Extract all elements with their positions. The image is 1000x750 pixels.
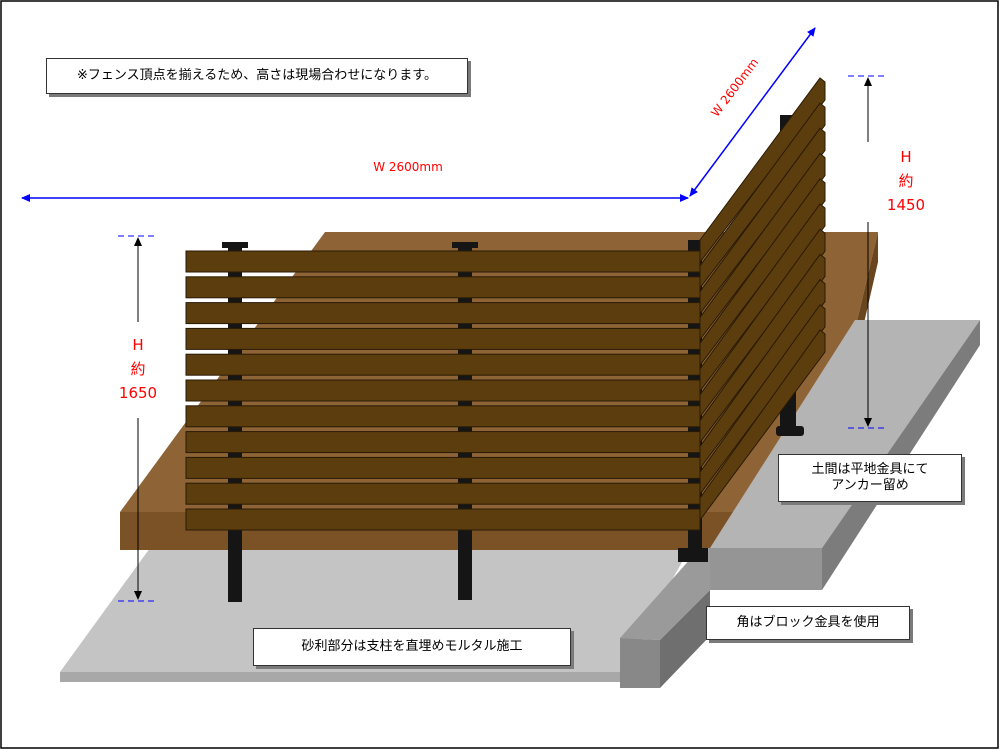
front-board: [185, 431, 701, 454]
front-board: [185, 456, 701, 479]
front-board: [185, 508, 701, 531]
width-front-label: W 2600mm: [373, 160, 443, 174]
front-board: [185, 276, 701, 299]
note-gravel: 砂利部分は支柱を直埋めモルタル施工: [253, 628, 571, 666]
front-board: [185, 353, 701, 376]
height-right-approx: 約: [898, 172, 913, 190]
note-top: ※フェンス頂点を揃えるため、高さは現場合わせになります。: [46, 58, 468, 94]
height-left-approx: 約: [130, 360, 145, 378]
height-right-value: 1450: [887, 196, 925, 214]
note-dirt-text: 土間は平地金具にて アンカー留め: [811, 462, 929, 493]
height-left-value: 1650: [119, 384, 157, 402]
front-board: [185, 327, 701, 350]
height-right-dimension: H 約 1450: [848, 75, 925, 429]
front-board: [185, 302, 701, 325]
front-board: [185, 379, 701, 402]
height-left-dimension: H 約 1650: [118, 235, 158, 602]
width-side-arrow: [689, 27, 816, 197]
front-board: [185, 482, 701, 505]
post-side-base: [776, 426, 804, 436]
concrete-block-corner: [620, 548, 710, 688]
height-right-h: H: [900, 148, 911, 166]
corner-bracket: [678, 548, 708, 562]
note-corner: 角はブロック金具を使用: [706, 606, 910, 640]
front-board: [185, 250, 701, 273]
height-left-h: H: [132, 336, 143, 354]
front-fence-boards: [185, 250, 701, 531]
note-dirt-floor: 土間は平地金具にて アンカー留め: [778, 454, 962, 502]
front-board: [185, 405, 701, 428]
